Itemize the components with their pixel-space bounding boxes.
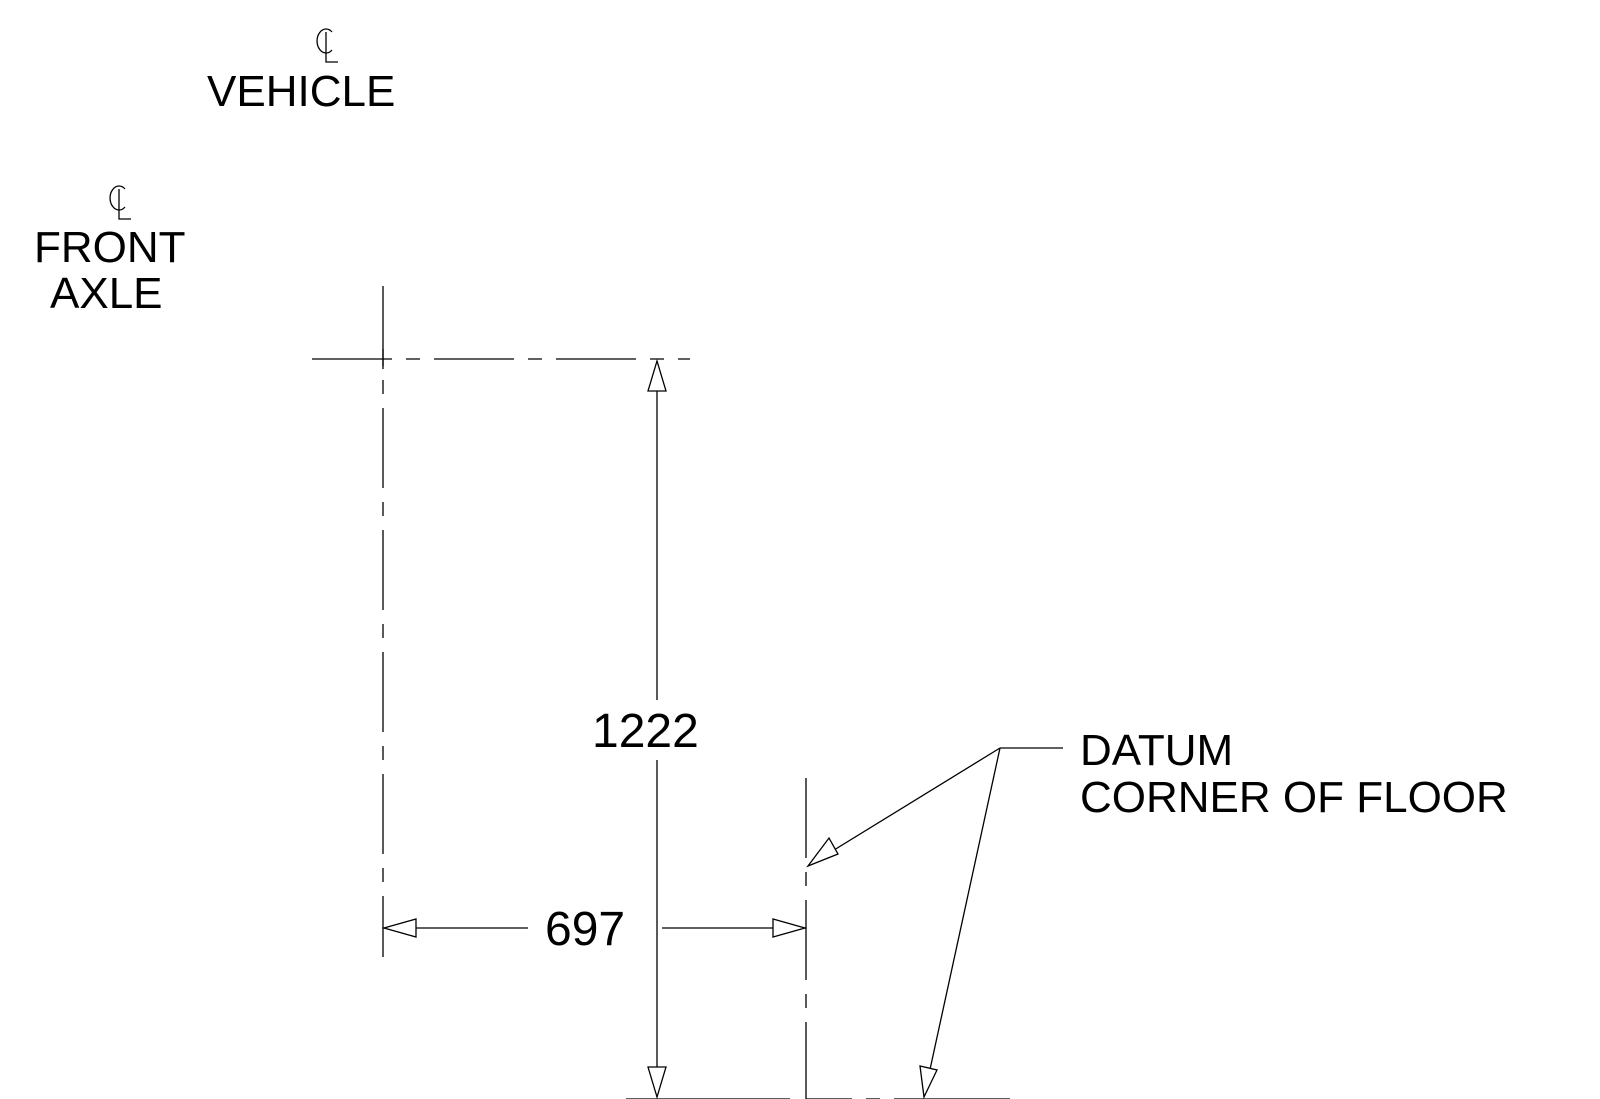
datum-leader-arrow-lower [919, 1065, 938, 1099]
vertical-dimension-arrow-bottom [647, 1066, 667, 1099]
vertical-dimension-arrow-top [647, 358, 667, 392]
vertical-dimension-value: 1222 [592, 705, 699, 758]
horizontal-dimension-arrow-left [381, 918, 417, 938]
vehicle-centerline-icon [316, 28, 338, 63]
datum-label-line1: DATUM [1080, 726, 1233, 775]
datum-leader-lower [923, 747, 1001, 1098]
front-axle-label-line1: FRONT [34, 223, 186, 272]
horizontal-dimension-arrow-right [772, 918, 808, 938]
datum-label-line2: CORNER OF FLOOR [1080, 773, 1508, 822]
horizontal-dimension-value: 697 [545, 903, 625, 956]
front-axle-centerline-icon [109, 185, 131, 220]
front-axle-label-line2: AXLE [50, 269, 163, 318]
datum-leader-upper [807, 747, 1001, 867]
datum-leader-arrow-upper [806, 836, 839, 868]
vehicle-label: VEHICLE [207, 67, 395, 116]
